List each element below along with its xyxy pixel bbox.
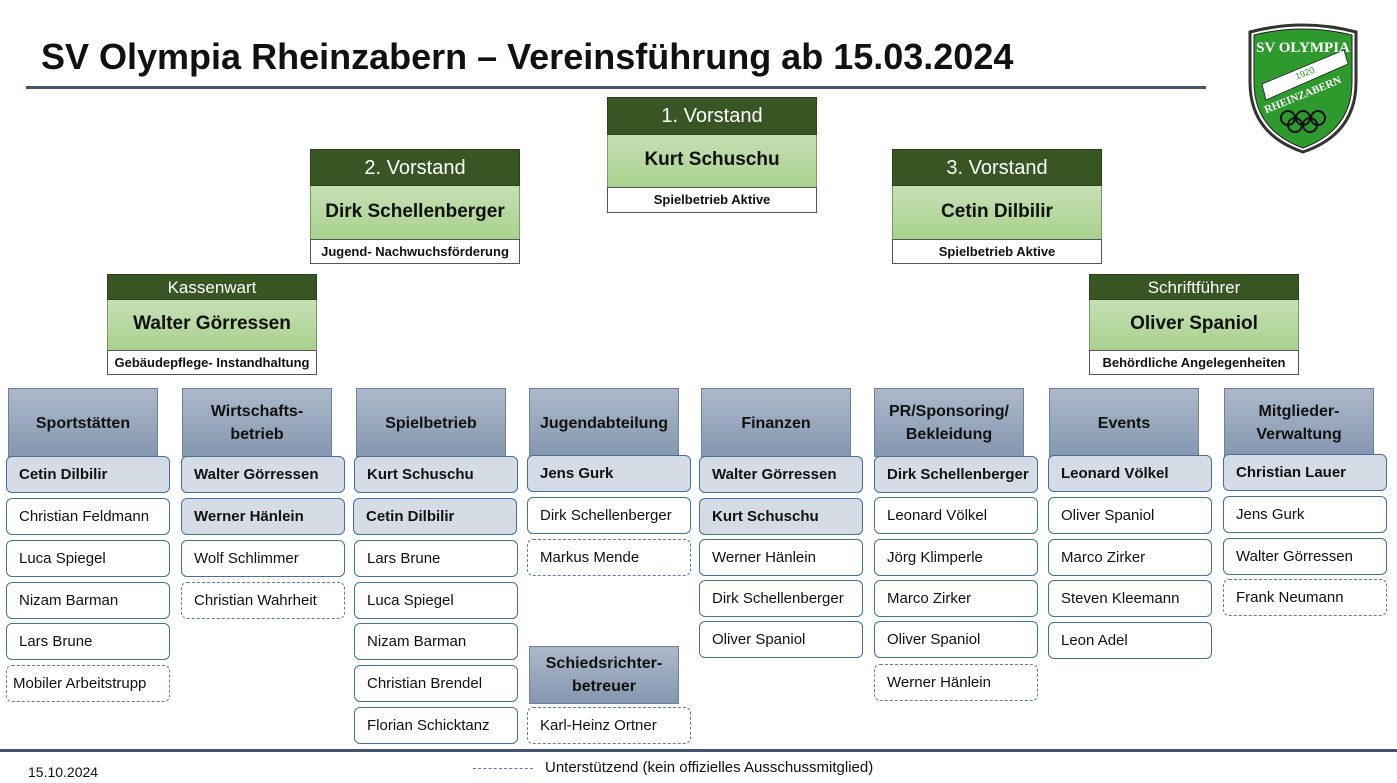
person-name: Oliver Spaniol — [1089, 300, 1299, 350]
member-box: Wolf Schlimmer — [181, 540, 345, 577]
duty-label: Spielbetrieb Aktive — [892, 239, 1102, 264]
role-label: Kassenwart — [107, 274, 317, 300]
board-third-chair: 3. Vorstand Cetin Dilbilir Spielbetrieb … — [892, 149, 1102, 264]
legend-text: Unterstützend (kein offizielles Ausschus… — [545, 759, 874, 776]
duty-label: Gebäudepflege- Instandhaltung — [107, 350, 317, 375]
member-box-supporting: Frank Neumann — [1223, 579, 1387, 616]
board-treasurer: Kassenwart Walter Görressen Gebäudepfleg… — [107, 274, 317, 375]
member-box: Kurt Schuschu — [354, 456, 518, 493]
member-box: Dirk Schellenberger — [874, 456, 1038, 493]
footer-date: 15.10.2024 — [28, 764, 99, 780]
dept-header-jugendabteilung: Jugendabteilung — [529, 388, 679, 457]
role-label: 1. Vorstand — [607, 97, 817, 135]
member-box: Steven Kleemann — [1048, 580, 1212, 617]
member-box: Cetin Dilbilir — [6, 456, 170, 493]
role-label: 3. Vorstand — [892, 149, 1102, 186]
duty-label: Behördliche Angelegenheiten — [1089, 350, 1299, 375]
duty-label: Spielbetrieb Aktive — [607, 187, 817, 213]
person-name: Dirk Schellenberger — [310, 186, 520, 239]
member-box: Walter Görressen — [181, 456, 345, 493]
member-box: Oliver Spaniol — [699, 621, 863, 658]
member-box: Jens Gurk — [1223, 496, 1387, 533]
dept-header-mitgliederverwaltung: Mitglieder-Verwaltung — [1224, 388, 1374, 457]
board-first-chair: 1. Vorstand Kurt Schuschu Spielbetrieb A… — [607, 97, 817, 213]
member-box: Christian Brendel — [354, 665, 518, 702]
member-box: Leonard Völkel — [1048, 455, 1212, 492]
member-box: Florian Schicktanz — [354, 707, 518, 744]
member-box: Dirk Schellenberger — [699, 580, 863, 617]
member-box: Luca Spiegel — [354, 582, 518, 619]
dept-header-wirtschaftsbetrieb: Wirtschafts-betrieb — [182, 388, 332, 457]
role-label: 2. Vorstand — [310, 149, 520, 186]
member-box-supporting: Markus Mende — [527, 539, 691, 576]
member-box: Lars Brune — [6, 623, 170, 660]
person-name: Cetin Dilbilir — [892, 186, 1102, 239]
person-name: Kurt Schuschu — [607, 135, 817, 187]
role-label: Schriftführer — [1089, 274, 1299, 300]
member-box: Marco Zirker — [874, 580, 1038, 617]
title-divider — [26, 86, 1206, 89]
duty-label: Jugend- Nachwuchsförderung — [310, 239, 520, 264]
dept-header-sportstaetten: Sportstätten — [8, 388, 158, 457]
dept-header-spielbetrieb: Spielbetrieb — [356, 388, 506, 457]
member-box-supporting: Werner Hänlein — [874, 664, 1038, 701]
dept-header-finanzen: Finanzen — [701, 388, 851, 457]
legend-dashed-line-icon — [473, 768, 533, 769]
board-second-chair: 2. Vorstand Dirk Schellenberger Jugend- … — [310, 149, 520, 264]
member-box: Marco Zirker — [1048, 539, 1212, 576]
member-box: Leonard Völkel — [874, 497, 1038, 534]
member-box: Werner Hänlein — [699, 539, 863, 576]
dept-header-schiedsrichterbetreuer: Schiedsrichter-betreuer — [529, 646, 679, 704]
member-box: Kurt Schuschu — [699, 498, 863, 535]
member-box: Lars Brune — [354, 540, 518, 577]
member-box: Luca Spiegel — [6, 540, 170, 577]
member-box-supporting: Christian Wahrheit — [181, 582, 345, 619]
member-box: Jens Gurk — [527, 455, 691, 492]
member-box: Nizam Barman — [6, 582, 170, 619]
olympic-rings-icon — [1280, 110, 1326, 133]
member-box: Dirk Schellenberger — [527, 497, 691, 534]
footer-divider — [0, 749, 1397, 752]
board-secretary: Schriftführer Oliver Spaniol Behördliche… — [1089, 274, 1299, 375]
member-box: Christian Feldmann — [6, 498, 170, 535]
page-title: SV Olympia Rheinzabern – Vereinsführung … — [41, 36, 1014, 77]
member-box: Oliver Spaniol — [1048, 497, 1212, 534]
member-box: Werner Hänlein — [181, 498, 345, 535]
member-box-supporting: Mobiler Arbeitstrupp — [6, 665, 170, 702]
member-box: Jörg Klimperle — [874, 539, 1038, 576]
member-box: Leon Adel — [1048, 622, 1212, 659]
club-logo: SV OLYMPIA 1920 RHEINZABERN — [1248, 23, 1358, 154]
member-box: Nizam Barman — [354, 623, 518, 660]
person-name: Walter Görressen — [107, 300, 317, 350]
member-box: Cetin Dilbilir — [353, 498, 517, 535]
member-box: Walter Görressen — [699, 456, 863, 493]
member-box: Walter Görressen — [1223, 538, 1387, 575]
member-box-supporting: Karl-Heinz Ortner — [527, 707, 691, 744]
dept-header-pr-sponsoring: PR/Sponsoring/ Bekleidung — [874, 388, 1024, 457]
dept-header-events: Events — [1049, 388, 1199, 457]
member-box: Oliver Spaniol — [874, 621, 1038, 658]
member-box: Christian Lauer — [1223, 454, 1387, 491]
logo-top-text: SV OLYMPIA — [1256, 40, 1350, 56]
